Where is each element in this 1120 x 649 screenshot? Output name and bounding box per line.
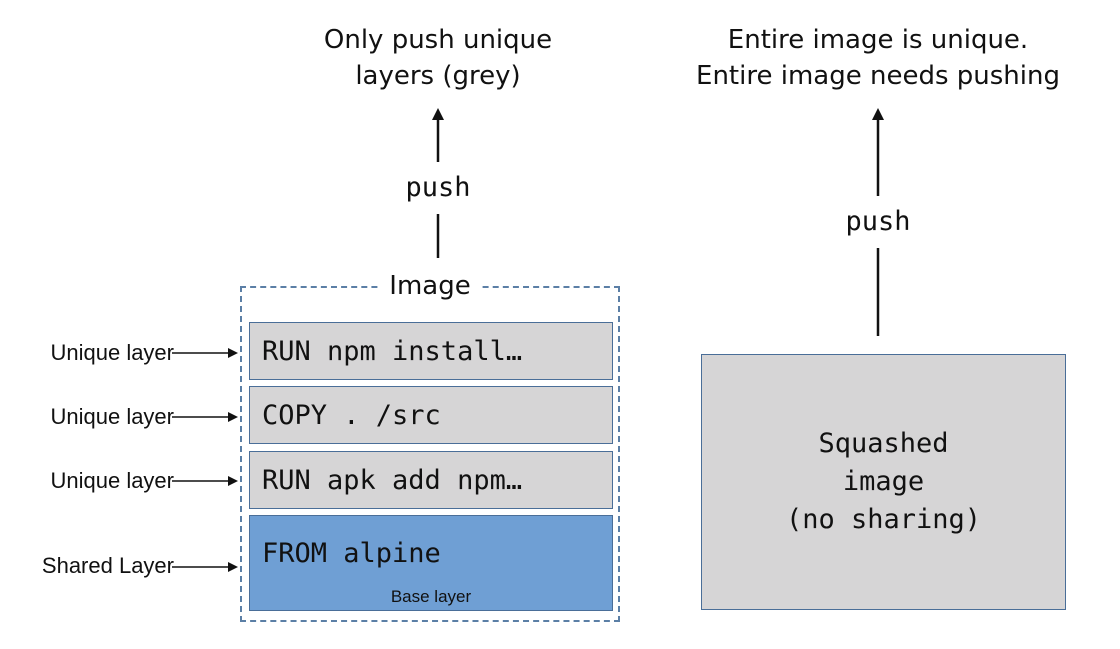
layer-command: RUN apk add npm… [262, 464, 523, 496]
image-title: Image [380, 270, 480, 302]
side-arrow-4 [172, 562, 238, 572]
layer-command: COPY . /src [262, 399, 441, 431]
squashed-image-box: Squashed image (no sharing) [701, 354, 1066, 610]
squashed-line-2: image [842, 466, 925, 497]
layer-run-npm-install: RUN npm install… [249, 322, 613, 380]
right-push-label: push [845, 206, 911, 237]
right-push-arrow-head [872, 108, 884, 196]
left-push-label: push [405, 172, 471, 203]
left-push-arrow-stem [436, 214, 440, 258]
right-caption-line-2: Entire image needs pushing [696, 61, 1060, 91]
right-caption-line-1: Entire image is unique. [727, 25, 1029, 55]
side-label-1: Unique layer [50, 340, 174, 365]
side-label-3: Unique layer [50, 468, 174, 493]
side-label-2: Unique layer [50, 404, 174, 429]
squashed-line-3: (no sharing) [785, 504, 982, 535]
squashed-line-1: Squashed [818, 428, 949, 459]
layer-command: FROM alpine [262, 538, 441, 569]
left-caption-line-2: layers (grey) [355, 61, 521, 91]
side-arrow-2 [172, 412, 238, 422]
right-push-arrow-stem [876, 248, 880, 336]
left-push-arrow-head [432, 108, 444, 162]
side-label-4: Shared Layer [41, 553, 174, 578]
layer-run-apk-add: RUN apk add npm… [249, 451, 613, 509]
right-caption: Entire image is unique. Entire image nee… [688, 22, 1068, 94]
side-arrow-3 [172, 476, 238, 486]
layer-from-alpine: FROM alpine Base layer [249, 515, 613, 611]
base-layer-label: Base layer [390, 587, 472, 606]
left-caption: Only push unique layers (grey) [298, 22, 578, 94]
side-arrow-1 [172, 348, 238, 358]
left-caption-line-1: Only push unique [323, 25, 553, 55]
layer-command: RUN npm install… [262, 335, 523, 367]
layer-copy-src: COPY . /src [249, 386, 613, 444]
